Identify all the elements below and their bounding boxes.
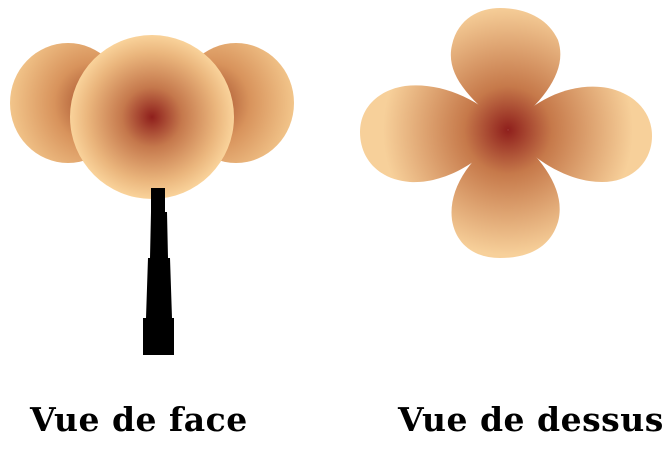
top-view-label: Vue de dessus [398,400,662,439]
speaker-stem [143,188,174,355]
top-view [360,8,652,258]
front-view [10,35,294,355]
front-main-lobe [70,35,234,199]
front-view-label: Vue de face [30,400,248,439]
